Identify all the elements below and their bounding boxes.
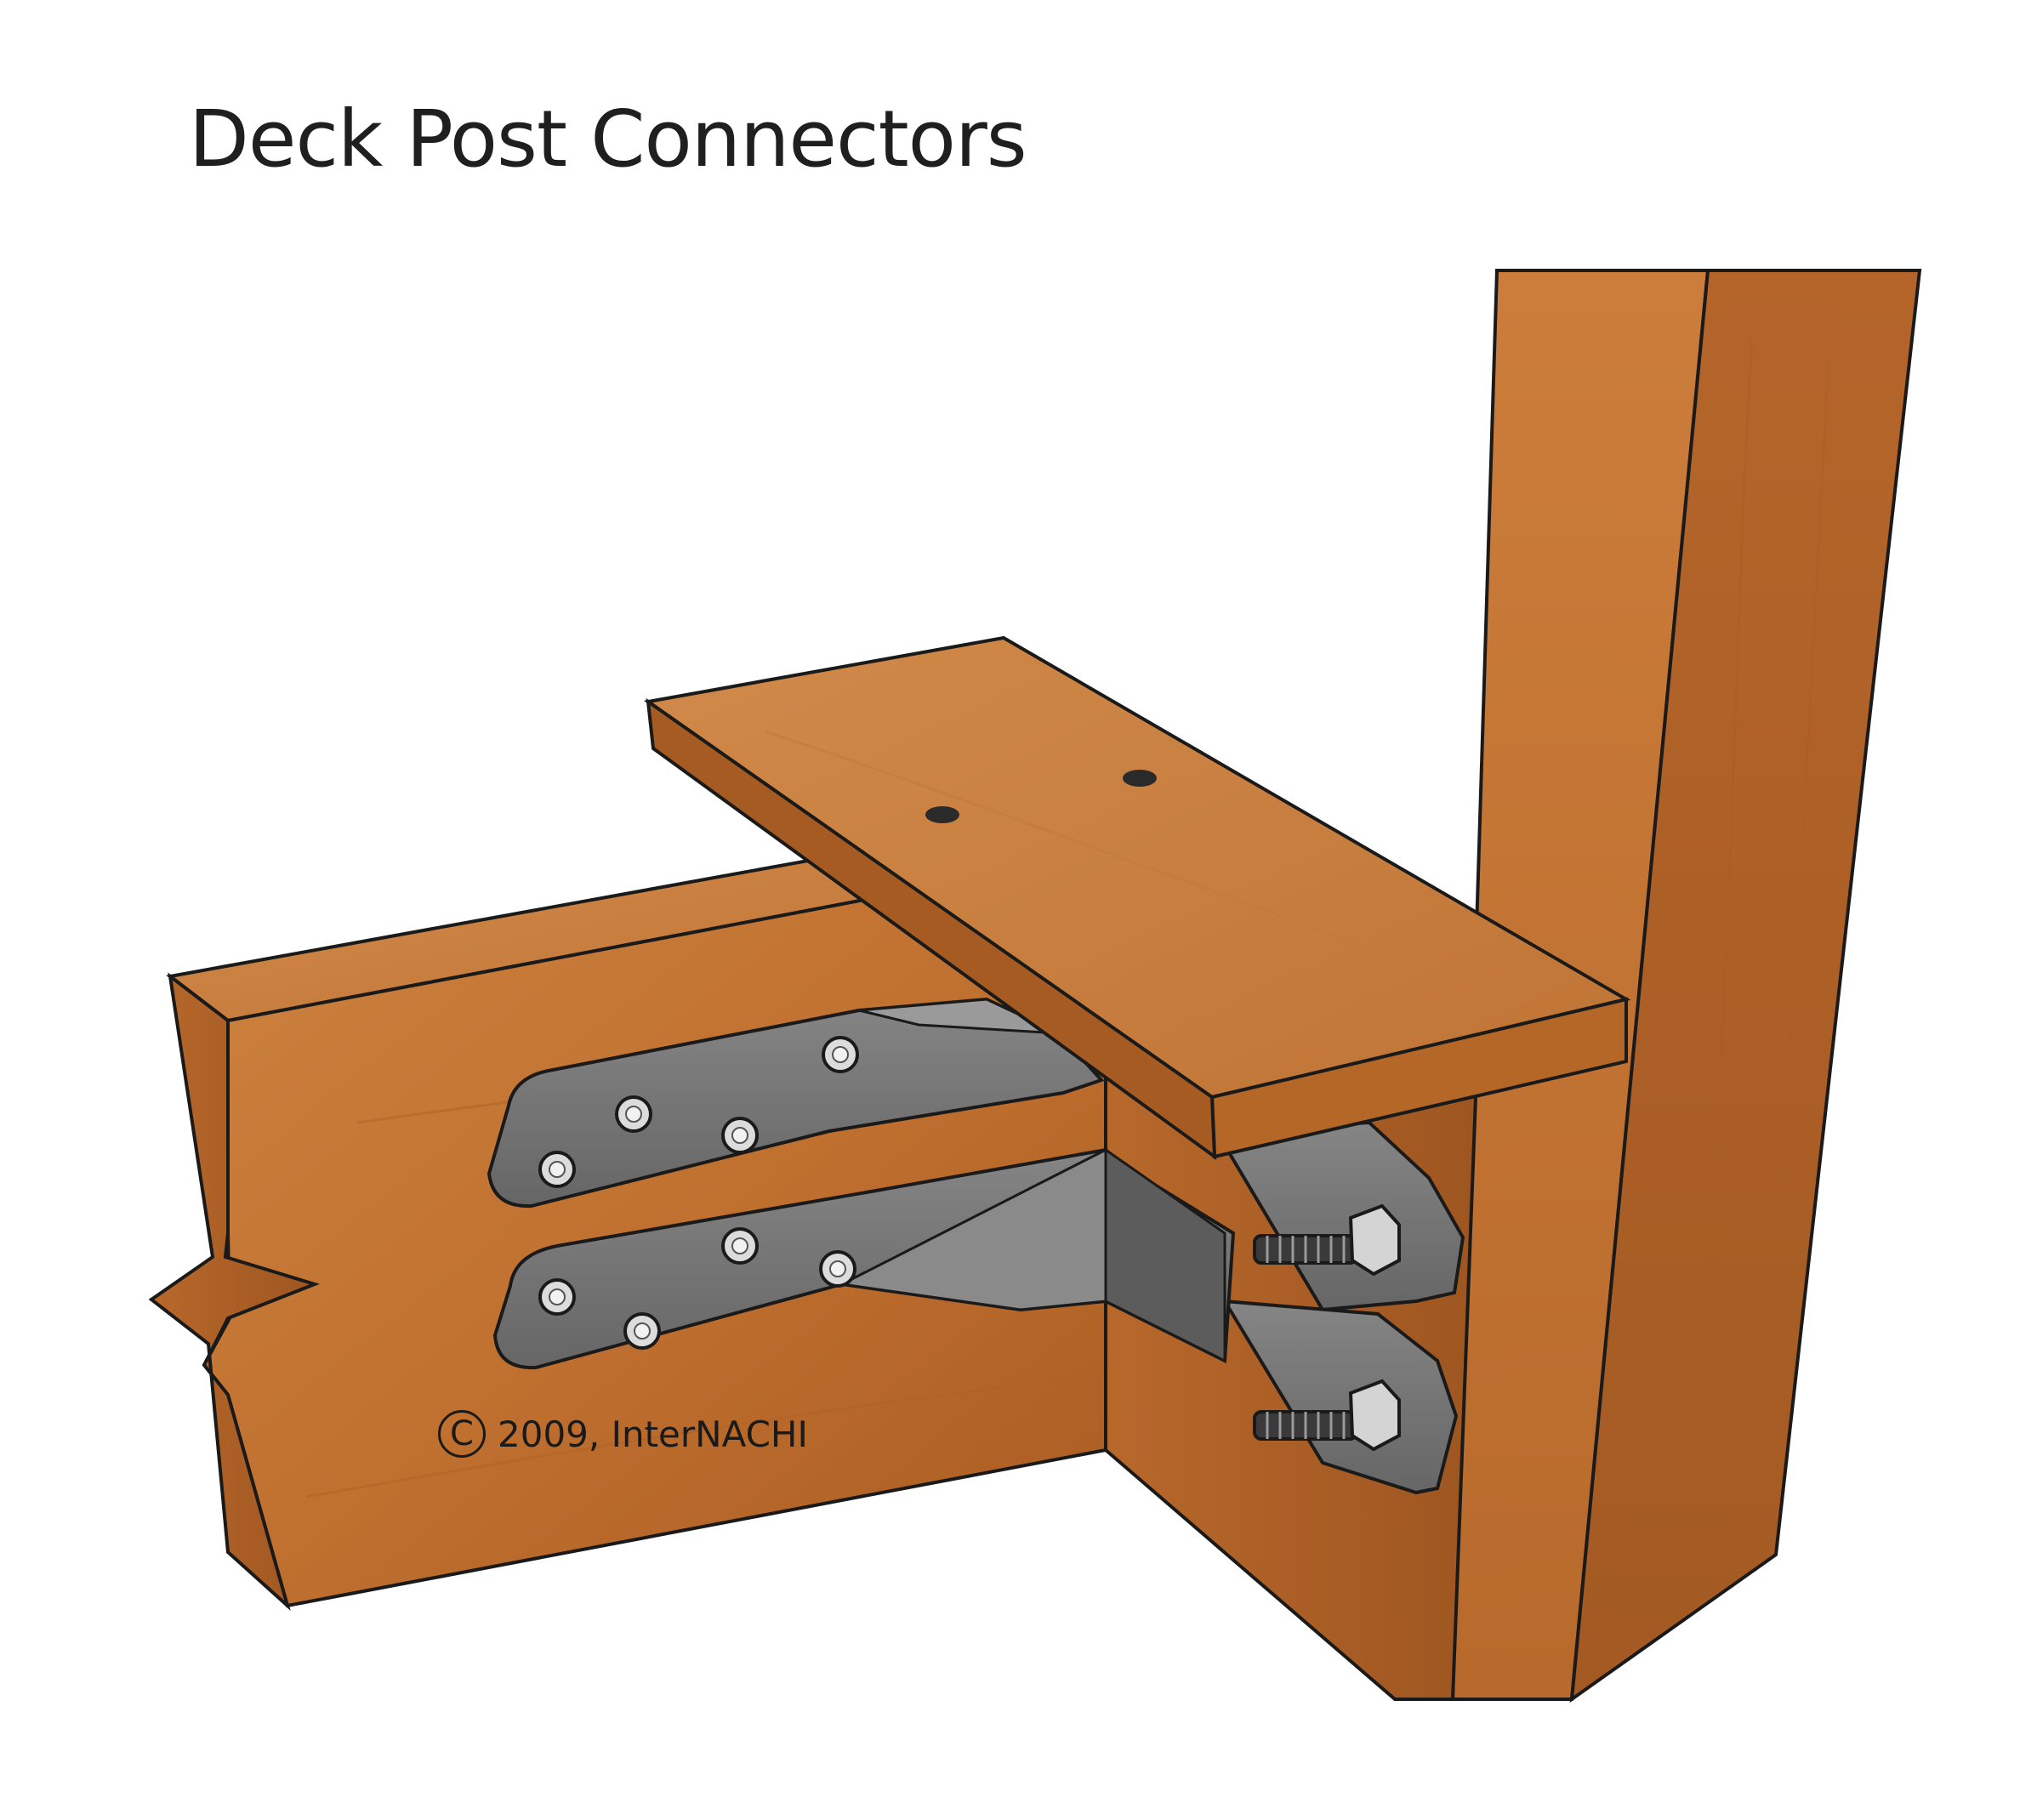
lower-post-bracket [1221,1299,1459,1495]
bolt [822,1036,859,1073]
hex-nut [1348,1203,1401,1277]
bolt [615,1095,652,1133]
lower-beam-plate [492,1147,1236,1370]
upper-bracket-post-plate [1213,1120,1465,1312]
bolt [819,1250,856,1288]
lower-threaded-bolt [1253,1379,1401,1452]
hex-nut [1348,1379,1401,1452]
deck-board-hole [1123,770,1157,787]
upper-post-bracket [1213,1120,1465,1312]
bolt [623,1312,661,1350]
page-title: Deck Post Connectors [189,94,1027,185]
lower-gusset-face [838,1147,1107,1311]
lower-bracket-post-plate [1221,1299,1459,1495]
bolt [721,1227,759,1265]
copyright-notice: C 2009, InterNACHI [438,1410,808,1458]
bolt [538,1278,576,1316]
beam-plate-bolts [538,1036,859,1350]
copyright-text: 2009, InterNACHI [498,1413,808,1455]
deck-board-left-edge [646,697,1217,1161]
deck-board-hole [925,806,959,823]
upper-threaded-bolt [1253,1203,1401,1277]
copyright-symbol: C [438,1410,486,1458]
post-side-face [1569,269,1922,1703]
beam-end-face [148,972,321,1612]
deck-board [643,635,1631,1161]
upper-beam-plate [487,997,1105,1209]
bolt [721,1117,759,1154]
bolt [538,1151,576,1188]
